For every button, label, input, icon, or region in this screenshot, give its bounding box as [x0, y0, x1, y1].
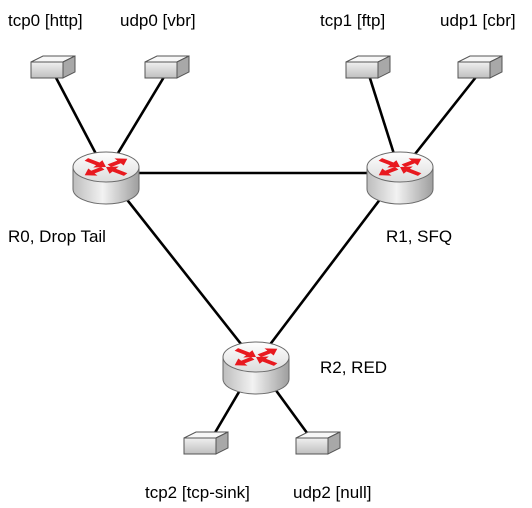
host-tcp0 [30, 55, 76, 79]
host-tcp2 [183, 431, 229, 455]
nodes-layer [30, 55, 503, 455]
router-r0 [72, 151, 140, 205]
host-icon [144, 55, 190, 79]
host-tcp1 [345, 55, 391, 79]
router-icon [72, 151, 140, 205]
router-arrows-icon [84, 158, 128, 176]
host-label-tcp0: tcp0 [http] [8, 11, 83, 30]
host-icon [457, 55, 503, 79]
host-udp0 [144, 55, 190, 79]
links-layer [51, 71, 482, 449]
router-r1 [366, 151, 434, 205]
host-icon [183, 431, 229, 455]
host-label-udp2: udp2 [null] [293, 483, 371, 502]
link-r1-r2 [254, 172, 402, 364]
host-label-udp0: udp0 [vbr] [120, 11, 196, 30]
host-icon [295, 431, 341, 455]
router-r2 [222, 341, 290, 395]
host-label-tcp1: tcp1 [ftp] [320, 11, 385, 30]
router-arrows-icon [234, 348, 278, 366]
host-udp2 [295, 431, 341, 455]
router-arrows-icon [378, 158, 422, 176]
router-label-r0: R0, Drop Tail [8, 227, 106, 246]
router-label-r1: R1, SFQ [386, 227, 452, 246]
router-label-r2: R2, RED [320, 358, 387, 377]
router-icon [222, 341, 290, 395]
host-icon [345, 55, 391, 79]
host-label-udp1: udp1 [cbr] [440, 11, 516, 30]
host-label-tcp2: tcp2 [tcp-sink] [145, 483, 250, 502]
host-icon [30, 55, 76, 79]
link-r0-r2 [104, 172, 258, 364]
host-udp1 [457, 55, 503, 79]
router-icon [366, 151, 434, 205]
